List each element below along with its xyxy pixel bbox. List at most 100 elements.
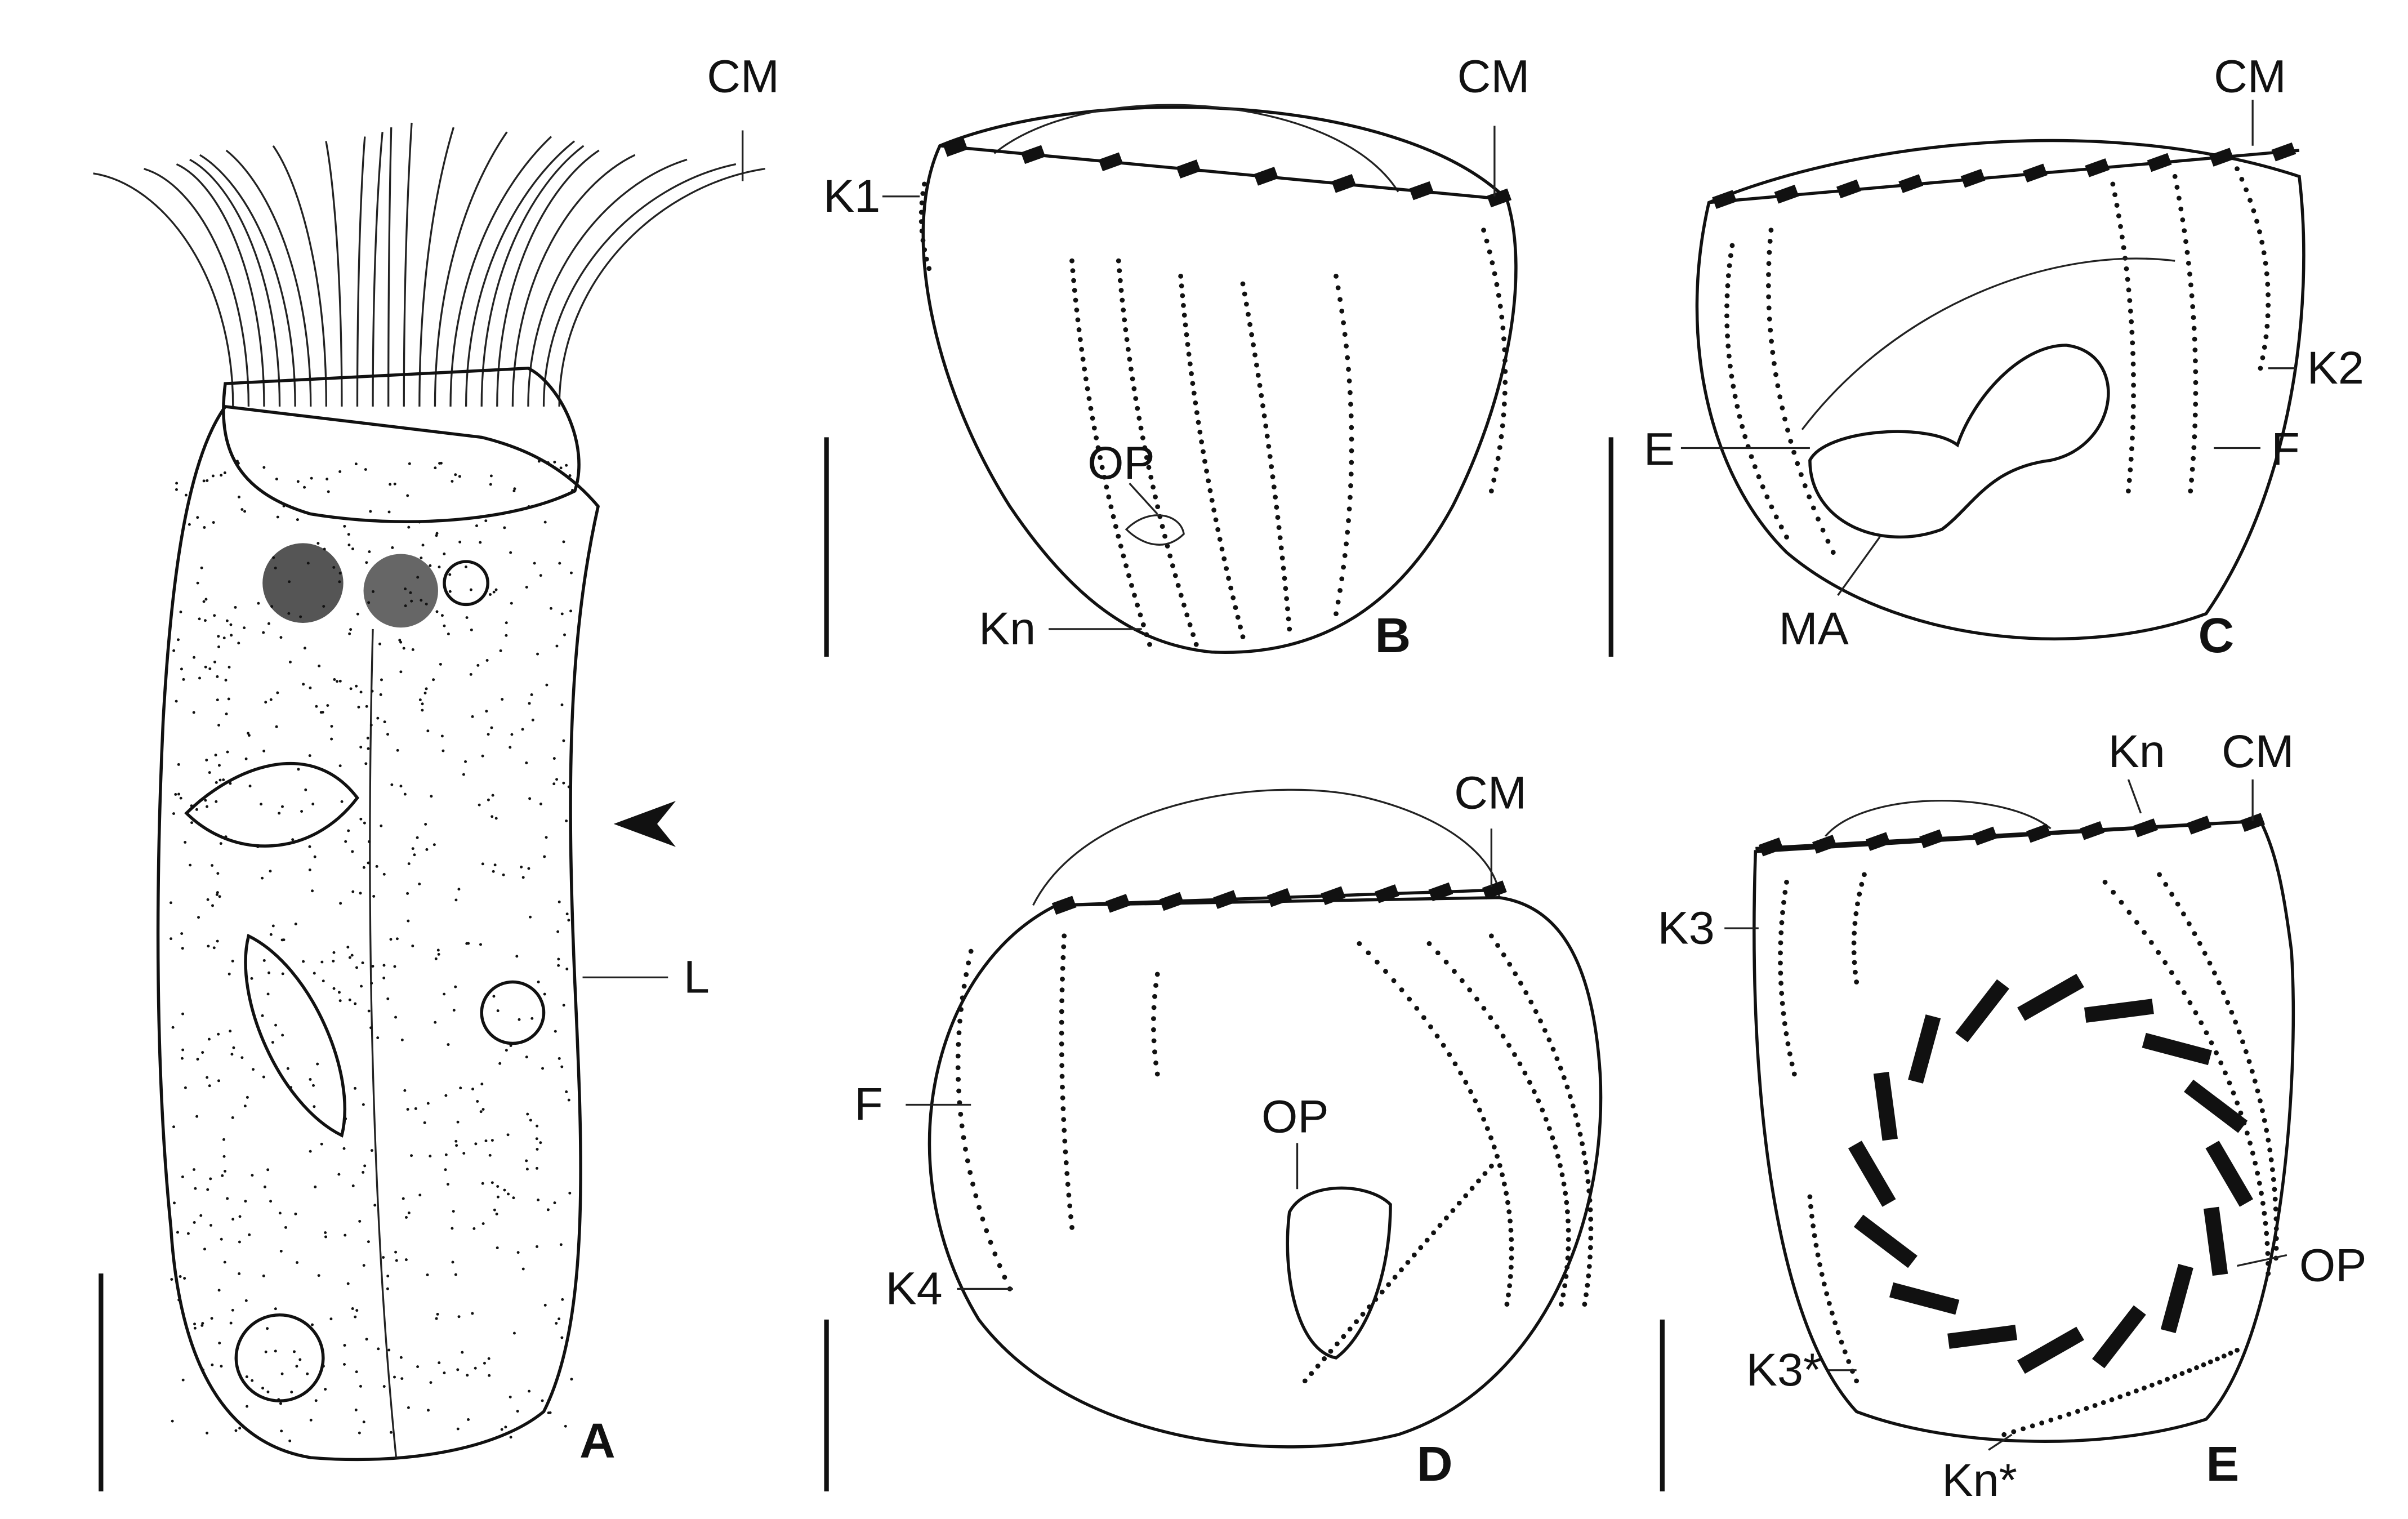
stipple-dot [232,1046,235,1049]
kinety-dot [1189,371,1194,376]
kinety-dot [2268,1157,2274,1162]
kinety-dot [2193,402,2199,407]
stipple-dot [481,754,484,758]
stipple-dot [252,1068,255,1071]
stipple-dot [456,1368,460,1371]
stipple-dot [237,642,240,645]
kinety-dot [1564,1264,1570,1270]
stipple-dot [344,1117,347,1120]
stipple-dot [510,602,513,605]
kinety-dot [1506,1292,1511,1298]
stipple-dot [288,1439,292,1442]
kinety-dot [1732,394,1738,399]
kinety-dot [1428,1024,1433,1030]
kinety-dot [1502,369,1508,374]
kinety-dot [1059,1019,1064,1025]
stipple-dot [338,572,342,575]
kinety-dot [1375,959,1380,965]
kinety-dot [2214,1356,2220,1362]
stipple-dot [369,723,373,727]
stipple-dot [177,763,180,766]
kinety-dot [1069,258,1074,264]
cilium [144,168,250,407]
stipple-dot [291,838,295,841]
stipple-dot [275,725,278,728]
stipple-dot [565,819,568,822]
kinety-dot [1179,283,1184,289]
stipple-dot [317,1274,320,1277]
stipple-dot [310,476,313,480]
stipple-dot [479,943,482,946]
cilium [387,127,393,407]
kinety-dot [2229,1009,2235,1015]
kinety-dot [1555,1153,1560,1159]
kinety-dot [1226,576,1231,581]
label-f: F [2271,424,2300,475]
kinety-dot [1160,524,1165,529]
kinety-dot [1846,1359,1852,1364]
kinety-dot [2261,250,2267,256]
membranelle [943,137,968,157]
kinety-dot [1059,1041,1064,1046]
kinety-dot [2223,1070,2228,1076]
stipple-dot [251,1379,254,1382]
kinety-dot [1463,1193,1469,1199]
stipple-dot [262,1274,265,1277]
stipple-dot [354,1086,357,1090]
kinety-dot [1857,892,1862,897]
stipple-dot [322,605,325,608]
kinety-dot [1443,959,1449,965]
stipple-dot [393,965,396,968]
kinety-dot [1476,1178,1481,1184]
label-f: F [854,1079,883,1130]
kinety-dot [2239,176,2245,182]
kinety-dot [2264,1231,2269,1236]
cilium [189,158,281,407]
kinety-dot [1727,263,1732,268]
kinety-dot [1491,1144,1497,1150]
stipple-dot [171,1026,175,1029]
stipple-dot [440,614,444,617]
kinety-dot [2249,1068,2255,1074]
stipple-dot [347,829,350,832]
kinety-dot [2243,1049,2249,1054]
kinety-dot [2273,1246,2279,1251]
stipple-dot [222,1138,225,1141]
kinety-dot [1180,293,1185,299]
stipple-dot [376,1036,380,1040]
kinety-dot [1584,1169,1590,1175]
stipple-dot [248,1233,251,1236]
stipple-dot [195,808,198,811]
kinety-dot [1383,969,1388,974]
kinety-dot [1509,1237,1514,1242]
stipple-dot [525,1159,528,1162]
stipple-dot [466,1374,469,1377]
kinety-dot [2189,478,2194,483]
cilium [465,140,576,407]
stipple-dot [225,712,228,716]
kinety-dot [2117,1394,2123,1400]
kinety-dot [2272,1196,2278,1202]
kinety-dot [2130,414,2136,420]
stipple-dot [543,855,546,858]
kinety-dot [1550,1135,1555,1141]
kinety-dot [1441,1043,1446,1048]
stipple-dot [175,488,178,491]
stipple-dot [321,711,324,714]
stipple-dot [420,599,423,602]
stipple-dot [202,600,206,603]
stipple-dot [193,1221,196,1224]
kinety-dot [2163,881,2169,887]
kinety-dot [1811,505,1816,511]
membranelle [2133,818,2159,838]
membranelle-anlage [2204,1206,2228,1276]
membranelle [1213,890,1238,909]
kinety-dot [2102,880,2108,885]
kinety-dot [1126,573,1131,578]
kinety-dot [1508,1274,1513,1279]
kinety-dot [1116,533,1121,539]
stipple-dot [481,1182,484,1185]
kinety-dot [1360,1312,1366,1317]
stipple-dot [244,757,248,760]
kinety-dot [1554,1056,1560,1062]
